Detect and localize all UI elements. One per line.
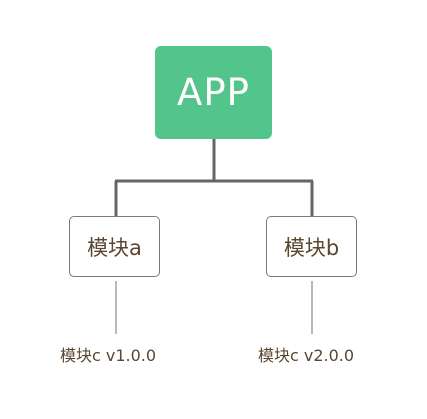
module-a-node: 模块a — [69, 216, 160, 277]
app-node-label: APP — [177, 71, 250, 114]
module-b-label: 模块b — [283, 235, 340, 260]
module-c-v1-label: 模块c v1.0.0 — [60, 346, 157, 365]
app-node: APP — [155, 46, 272, 139]
module-b-node: 模块b — [266, 216, 357, 277]
module-c-v2-label: 模块c v2.0.0 — [258, 346, 355, 365]
module-a-label: 模块a — [87, 235, 142, 260]
